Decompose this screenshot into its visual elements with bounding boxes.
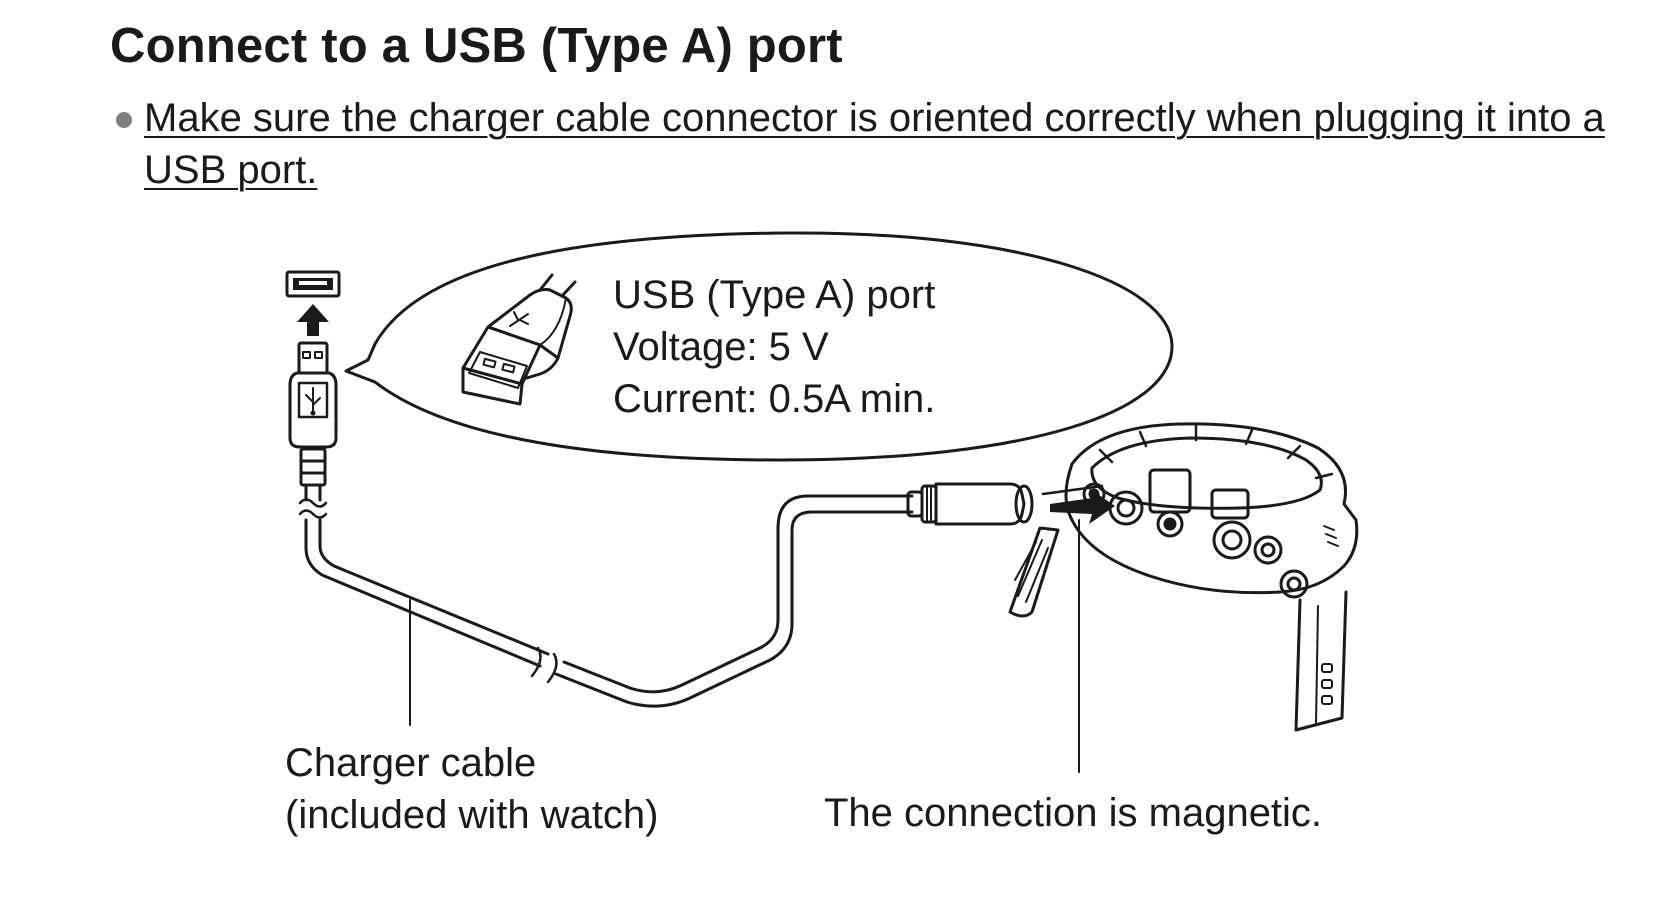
note-text: Make sure the charger cable connector is…	[144, 96, 1605, 192]
watch-icon	[1008, 422, 1359, 732]
callout-bubble	[344, 231, 1174, 462]
usb-port-icon	[285, 270, 341, 298]
usb-symbol-icon	[297, 381, 329, 419]
cable-label-line2: (included with watch)	[285, 793, 659, 837]
usb-plug-perspective-icon	[461, 273, 577, 406]
magnetic-connector-icon	[906, 482, 1034, 526]
page-title: Connect to a USB (Type A) port	[110, 19, 843, 73]
connect-arrow-icon	[1050, 488, 1115, 524]
magnetic-label: The connection is magnetic.	[824, 791, 1322, 835]
arrow-up-icon	[297, 304, 329, 336]
cable-label-line1: Charger cable	[285, 741, 536, 785]
usb-plug-icon	[288, 341, 338, 502]
bullet-icon	[116, 112, 132, 128]
charger-cable	[304, 494, 914, 708]
orientation-note: Make sure the charger cable connector is…	[110, 92, 1610, 196]
callout-current: Current: 0.5A min.	[613, 377, 935, 421]
callout-port: USB (Type A) port	[613, 273, 935, 317]
callout-voltage: Voltage: 5 V	[613, 325, 829, 369]
